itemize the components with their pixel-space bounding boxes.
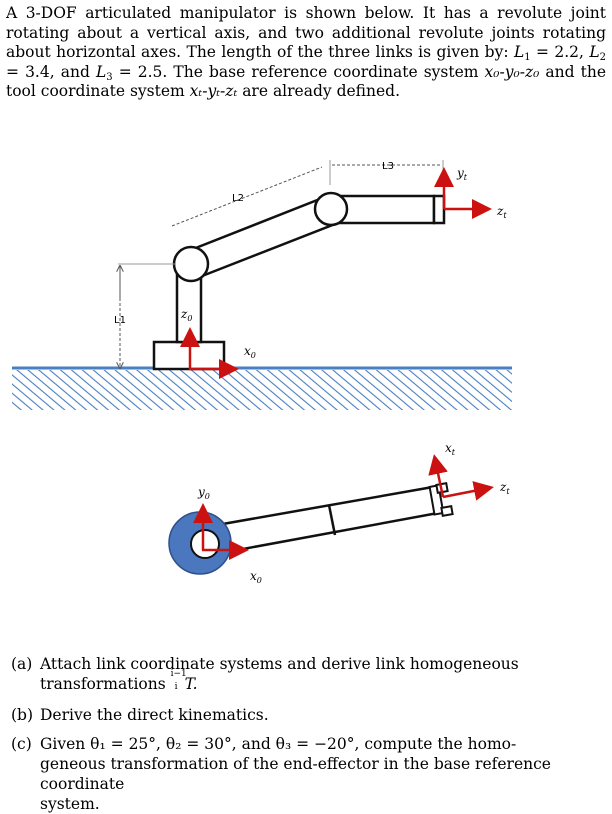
intro-text-4: are already defined. (237, 82, 401, 100)
top-arm (198, 485, 440, 558)
l2-symbol: L (589, 43, 600, 61)
question-c-tag: (c) (11, 735, 32, 753)
x0-label: x0 (244, 344, 256, 360)
l2-value: = 3.4, and (6, 62, 96, 81)
l2-label: L2 (232, 193, 244, 204)
question-a-tag: (a) (11, 655, 33, 673)
question-c-body: Given θ₁ = 25°, θ₂ = 30°, and θ₃ = −20°,… (40, 735, 551, 813)
question-b-body: Derive the direct kinematics. (40, 706, 269, 724)
l3-label: L3 (382, 161, 394, 172)
joint-3 (313, 191, 349, 227)
top-base-hub (190, 529, 220, 559)
l1-label: L1 (114, 315, 126, 326)
intro-text-3: and the tool coordinate system (6, 62, 607, 101)
l3-sub: 3 (106, 71, 113, 83)
question-c: (c) Given θ₁ = 25°, θ₂ = 30°, and θ₃ = −… (11, 734, 605, 814)
end-effector (432, 194, 446, 225)
problem-statement: A 3-DOF articulated manipulator is shown… (6, 4, 606, 102)
intro-text-1: A 3-DOF articulated manipulator is shown… (6, 4, 606, 61)
top-zt-axis (442, 481, 494, 501)
top-y0-label: y0 (197, 485, 210, 501)
z0-label: z0 (180, 307, 192, 323)
question-a-body: Attach link coordinate systems and deriv… (40, 655, 519, 693)
top-view: y0 x0 xt zt (168, 441, 510, 585)
top-finger-2 (440, 505, 454, 517)
question-a: (a) Attach link coordinate systems and d… (11, 654, 605, 694)
top-zt-label: zt (499, 480, 510, 496)
question-b: (b) Derive the direct kinematics. (11, 705, 605, 725)
l2-dim (171, 166, 323, 227)
top-xt-axis (428, 454, 448, 498)
l1-sub: 1 (524, 52, 531, 63)
l3-symbol: L (95, 62, 107, 81)
l1-symbol: L (513, 43, 525, 61)
yt-label: yt (456, 166, 468, 182)
l2-sub: 2 (599, 52, 606, 63)
top-end-effector (428, 484, 445, 516)
top-xt-label: xt (445, 441, 456, 457)
zt-label: zt (496, 204, 507, 220)
top-arm-joint (327, 504, 337, 536)
ground-hatch (12, 370, 512, 410)
l1-value: = 2.2, (530, 43, 590, 61)
joint-2 (172, 245, 210, 283)
top-x0-label: x0 (250, 569, 262, 585)
l3-value: = 2.5. (112, 62, 168, 81)
base-frame-symbol: x₀-y₀-z₀ (484, 62, 540, 81)
manipulator-figure: L1 L2 L3 z0 x0 yt zt y0 x0 (12, 160, 512, 585)
intro-text-2: The base reference coordinate system (167, 62, 485, 81)
question-b-tag: (b) (11, 706, 34, 724)
side-view: L1 L2 L3 z0 x0 yt zt (12, 160, 512, 410)
tool-frame-symbol: xₜ-yₜ-zₜ (189, 82, 238, 100)
